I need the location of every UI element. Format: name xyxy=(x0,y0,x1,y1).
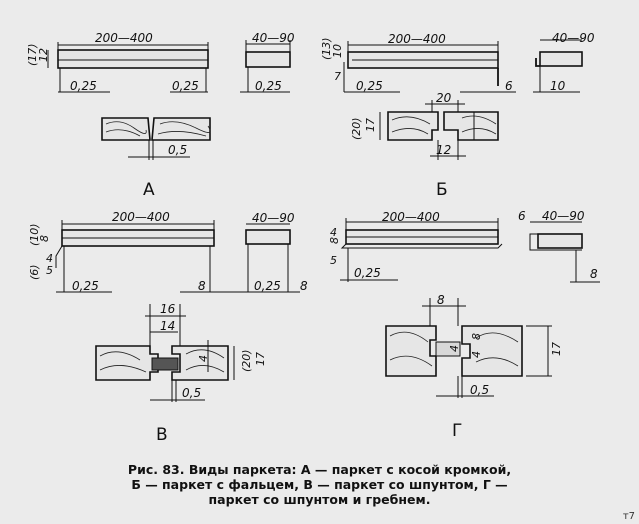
panel-a-bevel-left: 0,25 xyxy=(70,79,97,93)
panel-g-section-top: 8 xyxy=(437,293,445,307)
panel-b-section-height-outer: (20) xyxy=(350,117,363,140)
panel-a-gap: 0,5 xyxy=(168,143,187,157)
panel-a-thickness: 12 xyxy=(37,48,50,62)
panel-v-edge-d: 8 xyxy=(300,279,308,293)
figure-caption-line-2: Б — паркет с фальцем, В — паркет со шпун… xyxy=(131,477,508,492)
panel-v-edge-a: 0,25 xyxy=(72,279,99,293)
panel-b-thickness: 10 xyxy=(331,44,344,58)
panel-v-groove-a: 4 xyxy=(46,252,53,265)
panel-v-section-height: 17 xyxy=(254,352,267,366)
panel-v-letter: В xyxy=(156,425,168,445)
panel-v: 200—400 (10) 8 (6) 4 5 0,25 8 40—90 0,25… xyxy=(28,210,308,445)
panel-b-edge-a: 0,25 xyxy=(356,79,383,93)
panel-g-tongue-b: 5 xyxy=(330,254,337,267)
panel-v-edge-b: 8 xyxy=(198,279,206,293)
panel-b-edge-b: 6 xyxy=(505,79,513,93)
panel-v-section-top-a: 16 xyxy=(160,302,176,316)
panel-a-letter: А xyxy=(143,180,155,200)
panel-g-section-gap: 0,5 xyxy=(470,383,489,397)
panel-g-board-side xyxy=(537,233,583,249)
panel-g-section-mid-c: 4 xyxy=(470,351,483,358)
panel-b-section: 20 12 (20) 17 xyxy=(350,91,499,160)
panel-a-board-plan xyxy=(57,49,209,69)
panel-a-width-label: 40—90 xyxy=(252,31,295,45)
panel-g-side-a: 6 xyxy=(518,209,526,223)
panel-a-length-label: 200—400 xyxy=(95,31,153,45)
panel-v-groove-outer: (6) xyxy=(28,264,41,280)
panel-g-width-label: 40—90 xyxy=(542,209,585,223)
panel-g-letter: Г xyxy=(452,421,462,441)
page-mark: т7 xyxy=(622,511,635,522)
panel-a-thickness-outer: (17) xyxy=(26,43,39,66)
panel-g-section: 8 4 8 4 17 0,5 xyxy=(385,293,563,398)
panel-v-section-side: 4 xyxy=(197,355,210,362)
panel-b-rebate: 7 xyxy=(334,70,341,83)
panel-v-section: 16 14 4 (20) 17 0,5 xyxy=(95,302,267,402)
panel-v-section-gap: 0,5 xyxy=(182,386,201,400)
panel-b-thickness-outer: (13) xyxy=(320,37,333,60)
panel-g-side-b: 8 xyxy=(590,267,598,281)
panel-b-width-label: 40—90 xyxy=(552,31,595,45)
panel-v-section-top-b: 14 xyxy=(160,319,175,333)
panel-b-length-label: 200—400 xyxy=(388,32,446,46)
panel-v-section-height-outer: (20) xyxy=(240,349,253,372)
figure-caption-line-1: Рис. 83. Виды паркета: А — паркет с косо… xyxy=(127,462,512,477)
panel-b-section-top: 20 xyxy=(436,91,452,105)
panel-v-board-side xyxy=(245,229,291,245)
panel-b-section-height: 17 xyxy=(364,118,377,132)
panel-v-groove-b: 5 xyxy=(46,264,53,277)
panel-b-side-edge: 10 xyxy=(550,79,566,93)
panel-a-bevel-side: 0,25 xyxy=(255,79,282,93)
panel-g-thickness: 8 xyxy=(328,237,341,244)
panel-g: 200—400 8 4 5 0,25 6 40—90 8 8 4 8 xyxy=(328,209,600,441)
panel-v-thickness: 8 xyxy=(38,235,51,242)
panel-v-edge-c: 0,25 xyxy=(254,279,281,293)
panel-g-section-mid-a: 4 xyxy=(448,345,461,352)
panel-a-board-side xyxy=(245,51,291,68)
panel-g-length-label: 200—400 xyxy=(382,210,440,224)
panel-a-section: 0,5 xyxy=(101,117,211,160)
panel-b-letter: Б xyxy=(436,180,448,200)
panel-g-section-height: 17 xyxy=(550,342,563,356)
panel-v-length-label: 200—400 xyxy=(112,210,170,224)
figure-caption-line-3: паркет со шпунтом и гребнем. xyxy=(208,492,431,507)
panel-g-edge-a: 0,25 xyxy=(354,266,381,280)
panel-b-section-bottom: 12 xyxy=(436,143,451,157)
panel-g-section-mid-b: 8 xyxy=(470,333,483,340)
panel-g-tongue-a: 4 xyxy=(330,226,337,239)
panel-b: 200—400 (13) 10 7 0,25 6 40—90 10 20 xyxy=(320,31,595,200)
panel-v-width-label: 40—90 xyxy=(252,211,295,225)
panel-a-bevel-right: 0,25 xyxy=(172,79,199,93)
panel-a: 200—400 (17) 12 0,25 0,25 40—90 0,25 xyxy=(26,31,295,200)
panel-v-thickness-outer: (10) xyxy=(28,223,41,246)
panel-b-board-side xyxy=(539,51,583,67)
